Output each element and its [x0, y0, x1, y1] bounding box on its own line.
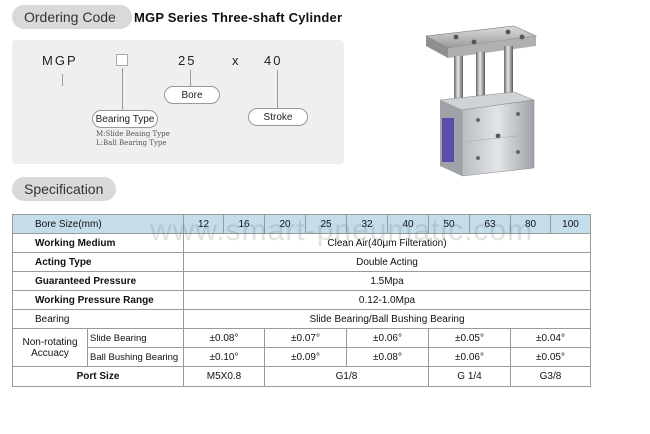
working-pressure-label: Working Pressure Range [12, 290, 184, 310]
bore-size-cell: 50 [428, 214, 470, 234]
port-size-value: G1/8 [264, 366, 429, 387]
page-title: MGP Series Three-shaft Cylinder [134, 10, 343, 25]
acting-type-row: Acting Type Double Acting [12, 252, 591, 272]
slide-bearing-value: ±0.06° [346, 328, 429, 348]
working-pressure-row: Working Pressure Range 0.12-1.0Mpa [12, 290, 591, 310]
bearing-tick [122, 68, 123, 110]
ball-bushing-value: ±0.06° [428, 347, 511, 367]
code-prefix: MGP [42, 53, 78, 68]
code-stroke: 40 [264, 53, 283, 68]
bore-size-label: Bore Size(mm) [12, 214, 184, 234]
working-pressure-value: 0.12-1.0Mpa [183, 290, 591, 310]
bearing-value: Slide Bearing/Ball Bushing Bearing [183, 309, 591, 329]
bore-size-cell: 20 [264, 214, 306, 234]
ball-bushing-row: Ball Bushing Bearing ±0.10° ±0.09° ±0.08… [13, 347, 591, 367]
slide-bearing-value: ±0.05° [428, 328, 511, 348]
bearing-row: Bearing Slide Bearing/Ball Bushing Beari… [12, 309, 591, 329]
guaranteed-pressure-row: Guaranteed Pressure 1.5Mpa [12, 271, 591, 291]
code-bore: 25 [178, 53, 197, 68]
ball-bushing-value: ±0.05° [510, 347, 591, 367]
port-size-value: M5X0.8 [183, 366, 265, 387]
bore-size-cell: 80 [510, 214, 551, 234]
stroke-tick [277, 70, 278, 108]
ball-bushing-value: ±0.08° [346, 347, 429, 367]
bore-size-row: Bore Size(mm) 12 16 20 25 32 40 50 63 80… [12, 214, 591, 234]
prefix-tick [62, 74, 63, 86]
slide-bearing-value: ±0.08° [183, 328, 265, 348]
acting-type-value: Double Acting [183, 252, 591, 272]
slide-bearing-value: ±0.04° [510, 328, 591, 348]
bearing-type-label: Bearing Type [92, 110, 158, 128]
accuracy-label: Non-rotating Accuacy [12, 328, 88, 367]
slide-bearing-label: Slide Bearing [87, 328, 184, 348]
ordering-code-label-text: Ordering Code [24, 9, 116, 25]
bore-size-cell: 12 [183, 214, 224, 234]
guaranteed-pressure-value: 1.5Mpa [183, 271, 591, 291]
slide-bearing-row: Non-rotating Accuacy Slide Bearing ±0.08… [12, 328, 591, 367]
ball-bushing-value: ±0.09° [264, 347, 347, 367]
ordering-code-panel: MGP 25 x 40 Bearing Type Bore Stroke M:S… [12, 40, 344, 164]
specification-table: Bore Size(mm) 12 16 20 25 32 40 50 63 80… [12, 214, 591, 387]
ordering-code-label: Ordering Code [12, 5, 132, 29]
ball-bushing-value: ±0.10° [183, 347, 265, 367]
acting-type-label: Acting Type [12, 252, 184, 272]
bore-size-cell: 100 [550, 214, 591, 234]
working-medium-label: Working Medium [12, 233, 184, 253]
bearing-note-slide: M:Slide Beaing Type [96, 130, 170, 138]
specification-label: Specification [12, 177, 116, 201]
bore-size-cell: 40 [387, 214, 429, 234]
specification-label-text: Specification [24, 181, 104, 197]
bearing-note-ball: L:Ball Bearing Type [96, 139, 167, 147]
ball-bushing-label: Ball Bushing Bearing [87, 347, 184, 367]
bore-size-cell: 25 [305, 214, 347, 234]
port-size-row: Port Size M5X0.8 G1/8 G 1/4 G3/8 [12, 366, 591, 387]
bore-size-cell: 16 [223, 214, 265, 234]
bearing-type-box [116, 54, 128, 66]
bore-size-cell: 63 [469, 214, 511, 234]
working-medium-row: Working Medium Clean Air(40μm Filteratio… [12, 233, 591, 253]
bearing-label: Bearing [12, 309, 184, 329]
bore-tick [190, 70, 191, 86]
bore-label: Bore [164, 86, 220, 104]
guaranteed-pressure-label: Guaranteed Pressure [12, 271, 184, 291]
slide-bearing-value: ±0.07° [264, 328, 347, 348]
code-separator: x [232, 53, 241, 68]
port-size-value: G 1/4 [428, 366, 511, 387]
port-size-label: Port Size [12, 366, 184, 387]
bore-size-cell: 32 [346, 214, 388, 234]
cylinder-product-image [425, 25, 538, 177]
port-size-value: G3/8 [510, 366, 591, 387]
stroke-label: Stroke [248, 108, 308, 126]
working-medium-value: Clean Air(40μm Filteration) [183, 233, 591, 253]
